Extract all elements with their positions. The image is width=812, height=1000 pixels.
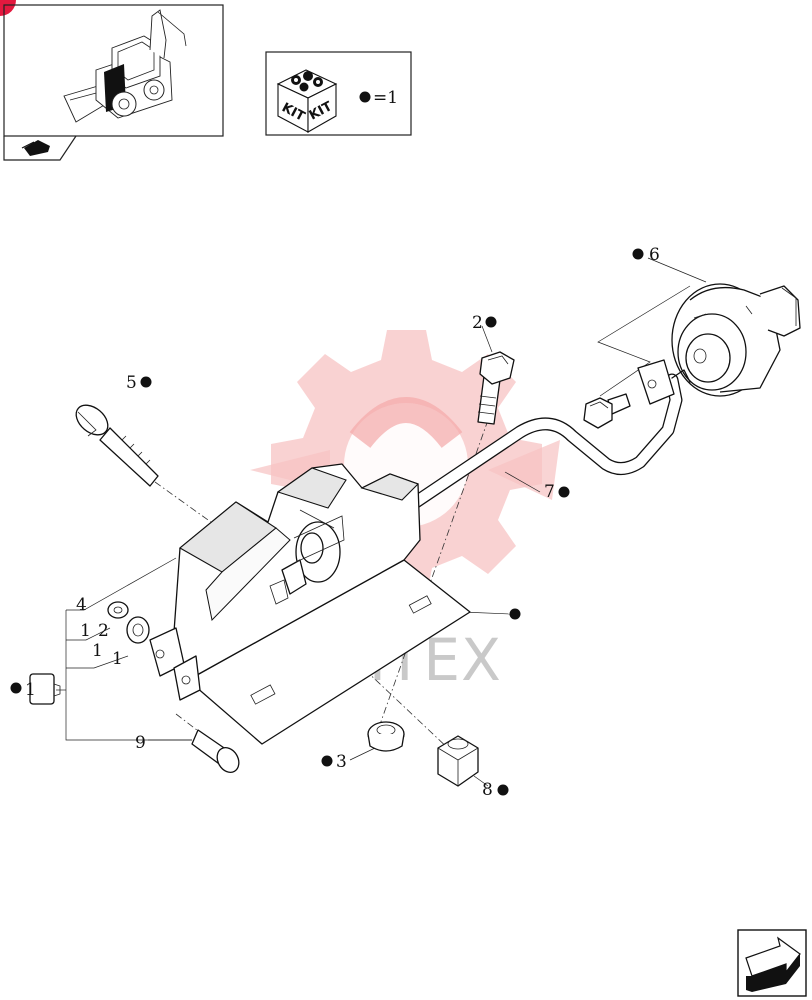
part-8-nut[interactable] <box>437 735 479 787</box>
callout-1b: 1 <box>92 641 103 661</box>
callout-1a: 1 <box>80 621 91 641</box>
callout-3: 3 <box>336 752 347 772</box>
callout-2a: 2 <box>472 313 483 333</box>
bullet-dot <box>359 91 371 103</box>
backhoe-loader-icon <box>63 9 187 123</box>
part-9-pin[interactable] <box>191 729 243 776</box>
kit-equals-label: =1 <box>373 88 398 108</box>
washer-2[interactable] <box>126 616 150 644</box>
callout-6: 6 <box>649 245 660 265</box>
kit-legend: KIT KIT =1 <box>265 51 412 136</box>
callout-4: 4 <box>76 595 87 615</box>
red-corner-marker <box>0 0 16 16</box>
callout-9: 9 <box>135 733 146 753</box>
part-7-rod[interactable] <box>397 359 691 517</box>
callout-bracket-dot <box>509 608 521 620</box>
part-5-bolt[interactable] <box>70 399 159 487</box>
part-6-valve[interactable] <box>671 283 801 397</box>
main-bracket[interactable] <box>149 463 471 745</box>
kit-box-icon: KIT KIT <box>276 69 338 133</box>
small-bolt[interactable] <box>583 393 631 429</box>
part-3-nut[interactable] <box>367 721 405 752</box>
callout-1: 1 <box>25 680 36 700</box>
leader-lines <box>56 257 707 787</box>
washer-4[interactable] <box>107 601 129 619</box>
callout-1c: 1 <box>112 649 123 669</box>
callout-2b: 2 <box>98 621 109 641</box>
next-page-arrow-icon[interactable] <box>737 929 807 997</box>
part-1-cap[interactable] <box>29 673 61 705</box>
thumbnail-frame[interactable] <box>3 4 224 161</box>
callouts: 1 1 1 1 4 2 9 5 2 6 7 3 8 <box>10 245 660 800</box>
callout-7: 7 <box>544 482 555 502</box>
callout-5: 5 <box>126 373 137 393</box>
part-2-bolt[interactable] <box>477 351 515 425</box>
view-direction-arrow-icon <box>21 140 50 156</box>
callout-8: 8 <box>482 780 493 800</box>
